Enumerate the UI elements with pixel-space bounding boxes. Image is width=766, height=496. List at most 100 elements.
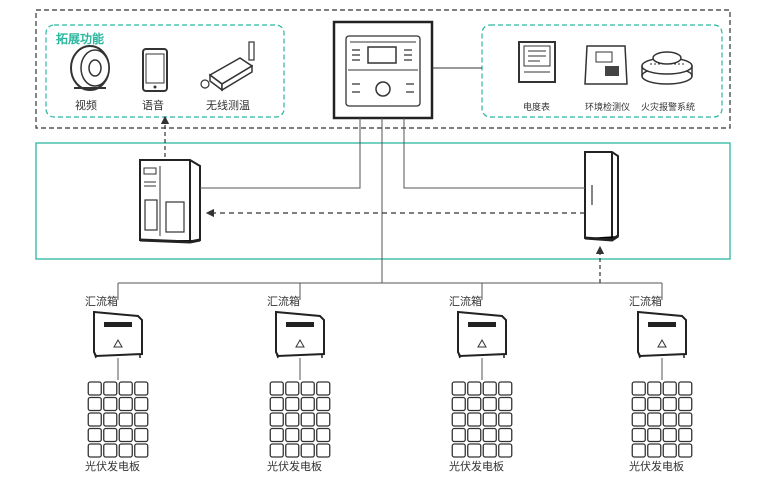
pv-panel-cell xyxy=(316,396,331,412)
pv-panel-cell xyxy=(498,381,513,396)
pv-panel-cell xyxy=(647,443,662,458)
pv-panel-cell xyxy=(300,381,315,396)
pv-panel-cell xyxy=(103,443,118,458)
camera-icon xyxy=(70,45,110,91)
top-dashed-frame xyxy=(35,9,731,129)
extension-title: 拓展功能 xyxy=(56,31,104,46)
pv-panel-cell xyxy=(678,381,693,396)
pv-panel-cell xyxy=(118,381,133,396)
pv-panel-cell xyxy=(451,443,466,458)
pv-panel-cell xyxy=(498,396,513,412)
distribution-cabinet xyxy=(584,151,619,242)
pv-panel-cell xyxy=(118,443,133,458)
pv-panel-cell xyxy=(134,443,149,458)
pv-panel-label: 光伏发电板 xyxy=(449,459,504,473)
pv-panel-grid xyxy=(631,381,693,458)
pv-panel-cell xyxy=(87,427,102,443)
pv-panel-cell xyxy=(316,381,331,396)
pv-panel-cell xyxy=(498,427,513,443)
pv-panel-cell xyxy=(118,427,133,443)
pv-panel-cell xyxy=(103,381,118,396)
pv-panel-cell xyxy=(467,443,482,458)
pv-panel-cell xyxy=(300,427,315,443)
pv-panel-cell xyxy=(285,443,300,458)
pv-panel-cell xyxy=(678,427,693,443)
pv-panel-label: 光伏发电板 xyxy=(629,459,684,473)
pv-panel-cell xyxy=(300,412,315,427)
pv-panel-cell xyxy=(134,396,149,412)
pv-panel-cell xyxy=(647,396,662,412)
pv-panel-cell xyxy=(482,443,497,458)
pv-panel-cell xyxy=(269,381,284,396)
pv-panel-cell xyxy=(482,412,497,427)
phone-icon xyxy=(142,48,168,92)
pv-panel-grid xyxy=(451,381,513,458)
controller-to-inverter-line xyxy=(200,118,361,189)
pv-panel-cell xyxy=(451,381,466,396)
pv-panel-grid xyxy=(87,381,149,458)
pv-panel-cell xyxy=(678,412,693,427)
pv-panel-cell xyxy=(103,427,118,443)
combiner-box-icon xyxy=(93,310,143,359)
extension-label-video: 视频 xyxy=(75,98,97,112)
pv-panel-cell xyxy=(134,412,149,427)
combiner-box-label: 汇流箱 xyxy=(85,294,118,308)
pv-panel-cell xyxy=(285,412,300,427)
monitoring-label-environment: 环境检测仪 xyxy=(585,101,630,113)
pv-panel-cell xyxy=(316,412,331,427)
pv-panel-cell xyxy=(316,427,331,443)
pv-panel-cell xyxy=(103,412,118,427)
pv-panel-cell xyxy=(285,427,300,443)
pv-panel-cell xyxy=(631,427,646,443)
pv-panel-cell xyxy=(118,396,133,412)
combiner-box-icon xyxy=(637,310,687,359)
monitoring-label-fire: 火灾报警系统 xyxy=(641,101,695,113)
pv-panel-label: 光伏发电板 xyxy=(267,459,322,473)
pv-panel-cell xyxy=(269,443,284,458)
combiner-box-label: 汇流箱 xyxy=(267,294,300,308)
extension-label-wireless-temp: 无线测温 xyxy=(206,98,250,112)
pv-panel-cell xyxy=(662,396,677,412)
pv-panel-cell xyxy=(316,443,331,458)
pv-panel-cell xyxy=(647,412,662,427)
monitoring-group xyxy=(481,24,723,118)
smoke-detector-icon xyxy=(641,51,693,85)
pv-panel-cell xyxy=(482,381,497,396)
pv-panel-cell xyxy=(118,412,133,427)
pv-panel-cell xyxy=(87,381,102,396)
wireless-sensor-icon xyxy=(200,41,255,92)
environment-monitor-icon xyxy=(584,45,628,85)
pv-panel-cell xyxy=(134,427,149,443)
central-controller-device xyxy=(332,20,434,120)
pv-panel-cell xyxy=(662,427,677,443)
pv-panel-cell xyxy=(451,412,466,427)
pv-panel-label: 光伏发电板 xyxy=(85,459,140,473)
pv-panel-cell xyxy=(631,443,646,458)
pv-panel-cell xyxy=(647,427,662,443)
inverter-area-frame xyxy=(35,142,731,260)
combiner-box-label: 汇流箱 xyxy=(449,294,482,308)
pv-panel-cell xyxy=(482,396,497,412)
pv-panel-cell xyxy=(662,381,677,396)
pv-panel-cell xyxy=(269,427,284,443)
pv-panel-cell xyxy=(498,412,513,427)
pv-panel-cell xyxy=(285,396,300,412)
pv-panel-cell xyxy=(87,412,102,427)
pv-panel-cell xyxy=(467,412,482,427)
combiner-box-icon xyxy=(275,310,325,359)
monitoring-label-meter: 电度表 xyxy=(523,101,550,113)
pv-panel-cell xyxy=(467,381,482,396)
combiner-box-icon xyxy=(457,310,507,359)
pv-panel-cell xyxy=(451,427,466,443)
pv-panel-cell xyxy=(662,443,677,458)
pv-panel-cell xyxy=(678,443,693,458)
controller-to-cabinet-line xyxy=(403,118,585,189)
pv-panel-cell xyxy=(467,427,482,443)
pv-panel-cell xyxy=(300,443,315,458)
